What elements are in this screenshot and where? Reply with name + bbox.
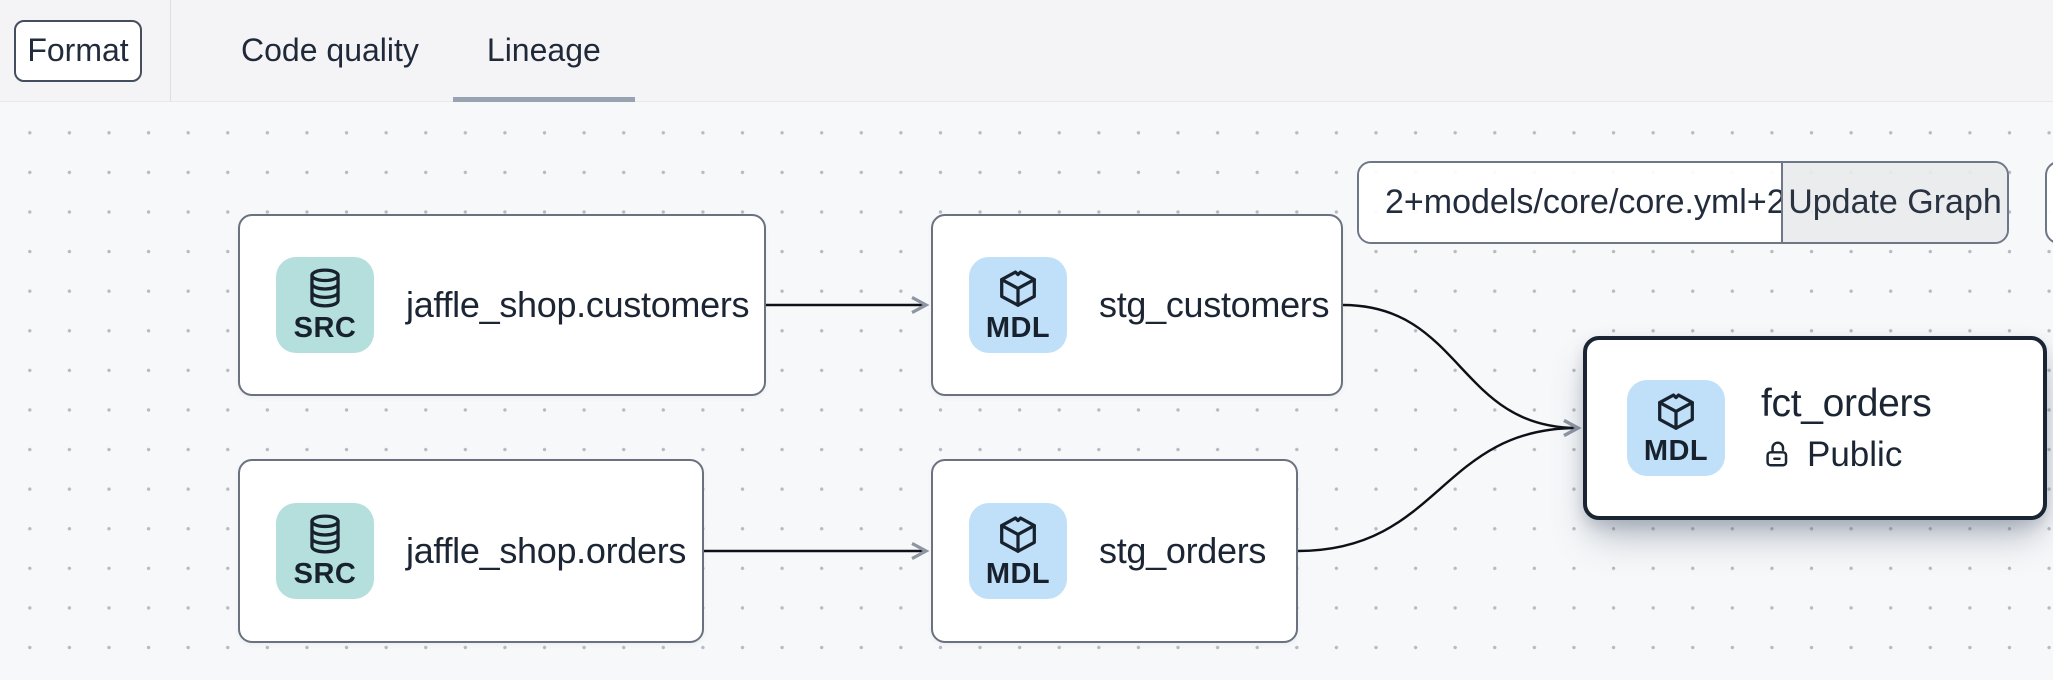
tab-code-quality-label: Code quality (241, 32, 419, 68)
node-label: jaffle_shop.customers (406, 284, 750, 325)
app-header: Format Code quality Lineage (0, 0, 2053, 102)
model-badge: MDL (969, 503, 1067, 599)
edge-stg-orders-to-fct-orders (1297, 419, 1582, 553)
node-stg-orders[interactable]: MDL stg_orders (931, 459, 1298, 643)
badge-label: MDL (985, 312, 1051, 344)
node-stg-customers[interactable]: MDL stg_customers (931, 214, 1343, 396)
lineage-edges-svg (704, 296, 1582, 560)
tab-lineage[interactable]: Lineage (452, 0, 635, 102)
cube-icon (1658, 393, 1694, 430)
database-icon (310, 268, 340, 308)
node-label: jaffle_shop.orders (406, 530, 687, 571)
source-badge: SRC (276, 503, 374, 599)
node-label: stg_customers (1099, 284, 1330, 325)
tab-code-quality[interactable]: Code quality (207, 0, 453, 101)
edge-stg-customers-to-fct-orders (1342, 303, 1582, 437)
badge-label: MDL (985, 558, 1051, 590)
access-label: Public (1807, 434, 1903, 474)
node-text-block: fct_orders Public (1761, 381, 1932, 475)
node-jaffle-shop-customers[interactable]: SRC jaffle_shop.customers (238, 214, 766, 396)
cube-icon (1000, 270, 1036, 307)
node-label: stg_orders (1099, 530, 1267, 571)
badge-label: SRC (293, 312, 357, 344)
database-icon (310, 514, 340, 554)
access-row: Public (1761, 435, 1931, 475)
clipped-button-right[interactable] (2045, 161, 2053, 244)
badge-label: MDL (1643, 435, 1709, 467)
tabs: Code quality Lineage (207, 0, 635, 102)
active-tab-underline (452, 97, 635, 102)
tab-lineage-label: Lineage (486, 32, 601, 68)
cube-icon (1000, 516, 1036, 553)
lock-open-icon (1766, 441, 1788, 467)
node-jaffle-shop-orders[interactable]: SRC jaffle_shop.orders (238, 459, 704, 643)
source-badge: SRC (276, 257, 374, 353)
format-button[interactable]: Format (14, 19, 142, 82)
node-label: fct_orders (1761, 381, 1932, 425)
node-fct-orders[interactable]: MDL fct_orders Public (1583, 336, 2047, 520)
update-graph-button[interactable]: Update Graph (1781, 163, 2007, 242)
model-badge: MDL (969, 257, 1067, 353)
model-selector-group: Update Graph (1357, 161, 2009, 244)
model-selector-input[interactable] (1359, 163, 1781, 242)
model-badge: MDL (1627, 380, 1725, 476)
header-divider (170, 0, 171, 101)
lineage-canvas[interactable]: SRC jaffle_shop.customers MDL stg_custom… (0, 102, 2053, 680)
badge-label: SRC (293, 558, 357, 590)
